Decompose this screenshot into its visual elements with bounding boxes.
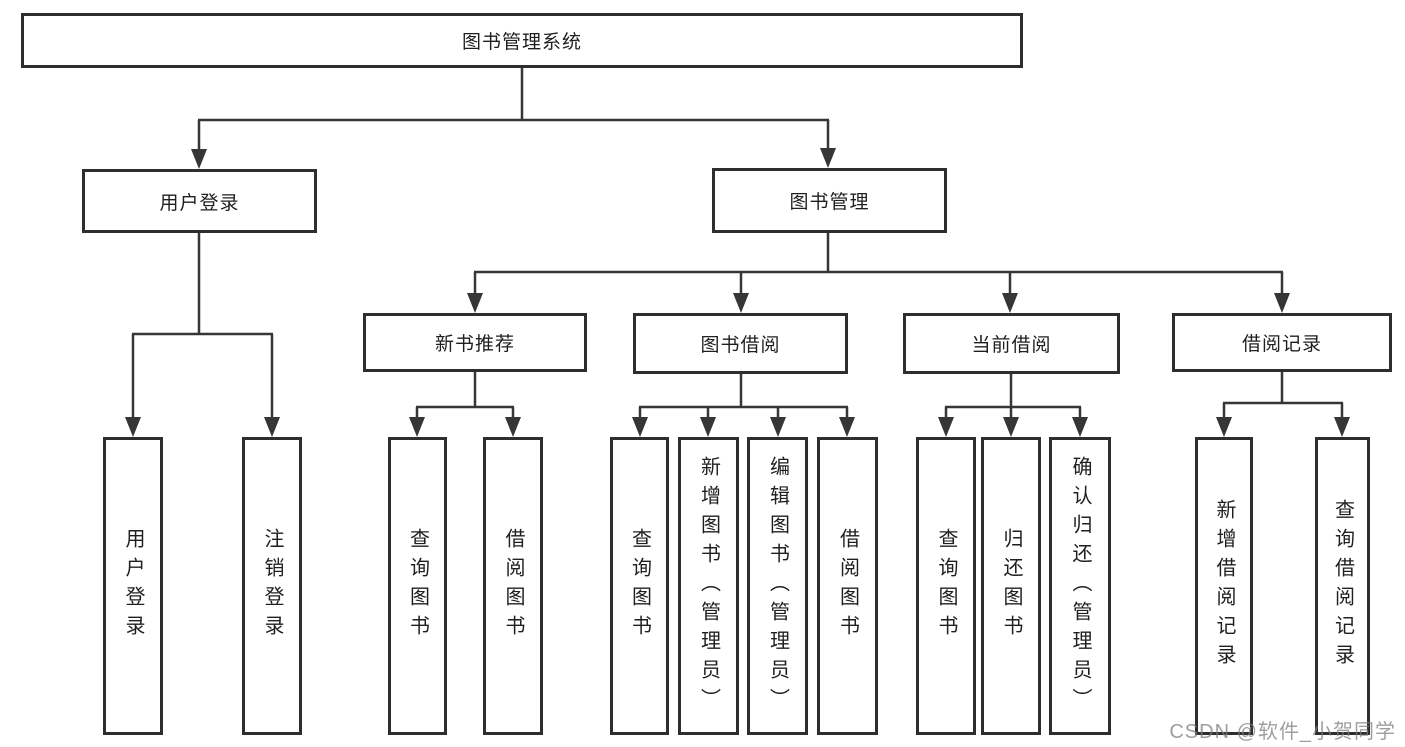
node-borrow-records-label: 借阅记录 [1241, 334, 1322, 355]
leaf-confirm-return-admin: 确认归还（管理员） [1049, 437, 1111, 735]
leaf-logout: 注销登录 [242, 437, 302, 735]
csdn-watermark: CSDN @软件_小贺同学 [1169, 721, 1396, 743]
node-book-borrow-label: 图书借阅 [700, 335, 781, 356]
leaf-add-book-admin: 新增图书（管理员） [678, 437, 739, 735]
connector-borrow-record-to-leaves [1222, 371, 1344, 420]
connector-root-to-level2 [197, 68, 830, 152]
leaf-borrow-query-books: 查询图书 [610, 437, 669, 735]
node-book-borrow: 图书借阅 [633, 313, 848, 374]
node-root-system-label: 图书管理系统 [461, 32, 582, 53]
node-book-management-label: 图书管理 [789, 192, 870, 213]
node-root-system: 图书管理系统 [21, 13, 1023, 68]
connector-book-borrow-to-leaves [638, 374, 849, 420]
leaf-query-borrow-record: 查询借阅记录 [1315, 437, 1370, 735]
leaf-current-query-books: 查询图书 [916, 437, 976, 735]
node-new-book-recommend: 新书推荐 [363, 313, 587, 372]
leaf-return-book: 归还图书 [981, 437, 1041, 735]
node-user-login-label: 用户登录 [159, 192, 240, 214]
node-new-book-recommend-label: 新书推荐 [434, 334, 515, 355]
node-current-borrow: 当前借阅 [903, 313, 1120, 374]
connector-user-login-to-leaves [131, 233, 274, 420]
leaf-add-borrow-record: 新增借阅记录 [1195, 437, 1253, 735]
node-book-management: 图书管理 [712, 168, 947, 233]
connector-book-mgmt-to-level3 [473, 233, 1284, 296]
arrowheads [125, 148, 1350, 437]
connector-current-borrow-to-leaves [944, 374, 1082, 420]
leaf-recommend-borrow-books: 借阅图书 [483, 437, 543, 735]
leaf-borrow-books: 借阅图书 [817, 437, 878, 735]
connector-new-book-rec-to-leaves [415, 371, 515, 420]
node-user-login: 用户登录 [82, 169, 317, 233]
leaf-recommend-query-books: 查询图书 [388, 437, 447, 735]
node-current-borrow-label: 当前借阅 [971, 335, 1052, 356]
node-borrow-records: 借阅记录 [1172, 313, 1392, 372]
leaf-user-login: 用户登录 [103, 437, 163, 735]
leaf-edit-book-admin: 编辑图书（管理员） [747, 437, 808, 735]
